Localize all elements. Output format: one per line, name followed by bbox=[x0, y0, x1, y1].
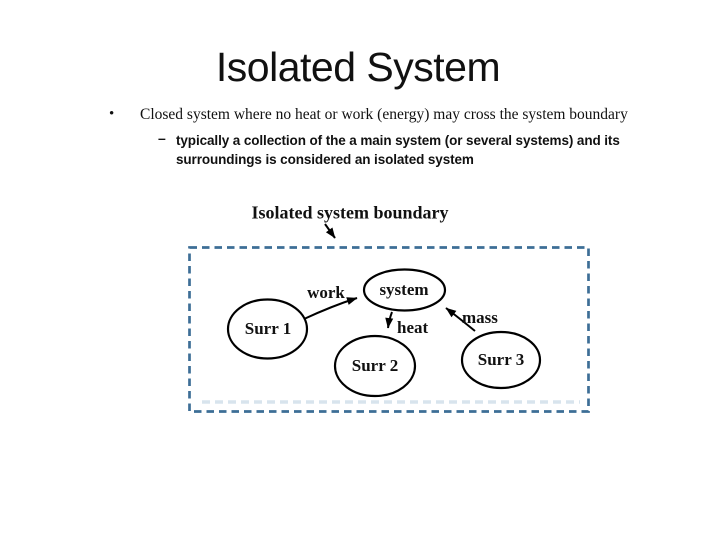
boundary-pointer-arrow bbox=[324, 223, 336, 239]
flow-label-mass: mass bbox=[462, 308, 498, 327]
mass-arrow bbox=[445, 307, 476, 332]
isolated-system-boundary-rect bbox=[188, 246, 590, 413]
node-label-system: system bbox=[379, 280, 429, 299]
node-surr1 bbox=[226, 298, 309, 360]
bullet-text: Closed system where no heat or work (ene… bbox=[140, 106, 628, 123]
node-surr3 bbox=[460, 330, 542, 390]
node-system bbox=[362, 268, 447, 312]
node-label-surr1: Surr 1 bbox=[244, 319, 292, 338]
flow-label-heat: heat bbox=[397, 318, 429, 337]
node-label-surr2: Surr 2 bbox=[351, 356, 399, 375]
flow-label-work: work bbox=[307, 283, 345, 302]
bullet-marker: • bbox=[109, 106, 115, 122]
node-label-surr3: Surr 3 bbox=[477, 350, 525, 369]
slide-title: Isolated System bbox=[215, 44, 501, 90]
work-arrow bbox=[303, 297, 358, 320]
heat-arrow bbox=[385, 311, 394, 329]
node-surr2 bbox=[333, 334, 417, 398]
sub-bullet-text: typically a collection of the a main sys… bbox=[176, 133, 620, 167]
sub-bullet-marker: – bbox=[158, 130, 166, 146]
isolated-system-boundary-label: Isolated system boundary bbox=[251, 202, 449, 223]
